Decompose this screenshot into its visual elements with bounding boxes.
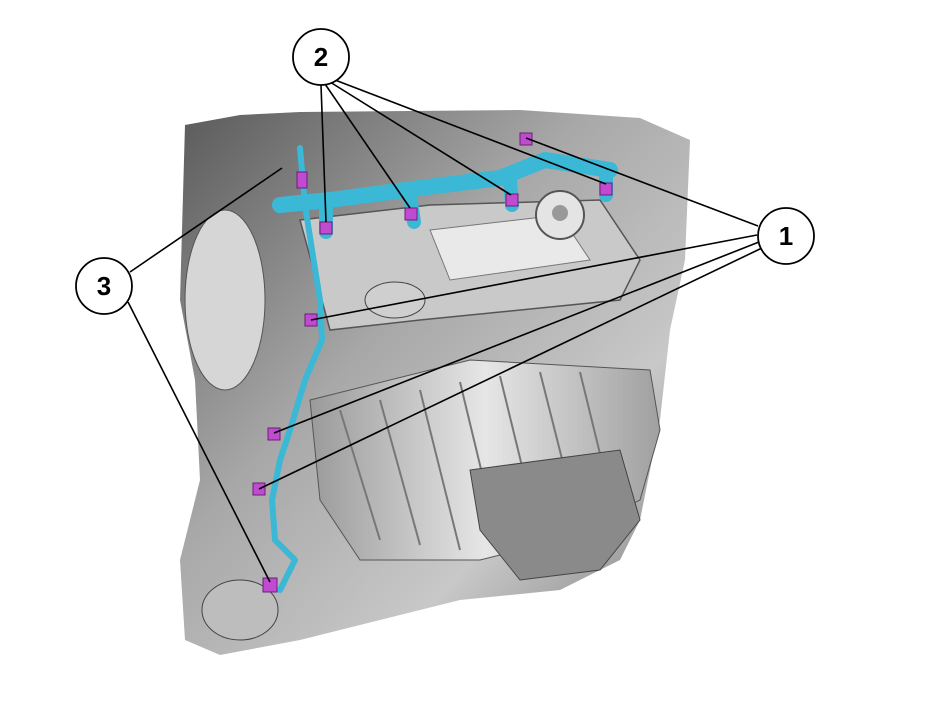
bolt-icon bbox=[319, 221, 333, 235]
intake-grid bbox=[469, 449, 641, 581]
engine-illustration bbox=[180, 110, 690, 655]
callout-label: 3 bbox=[97, 271, 111, 301]
timing-pulley bbox=[184, 209, 266, 391]
callout-label: 1 bbox=[779, 221, 793, 251]
bolt-icon bbox=[505, 193, 519, 207]
bolt-icon bbox=[519, 132, 533, 146]
leader-line-3 bbox=[129, 167, 283, 273]
bolt-icon bbox=[262, 577, 278, 593]
oil-cap-center bbox=[552, 205, 568, 221]
filler-cap bbox=[364, 281, 426, 319]
high-pressure-pump bbox=[201, 579, 279, 641]
callout-3: 3 bbox=[75, 257, 133, 315]
bolt-icon bbox=[296, 171, 308, 189]
callout-label: 2 bbox=[314, 42, 328, 72]
fuel-supply-line bbox=[269, 145, 325, 593]
leader-line-1 bbox=[258, 247, 763, 490]
leader-line-2 bbox=[329, 81, 512, 196]
callout-2: 2 bbox=[292, 28, 350, 86]
leader-line-1 bbox=[525, 137, 759, 227]
bolt-icon bbox=[404, 207, 418, 221]
bolt-icon bbox=[267, 427, 281, 441]
leader-line-3 bbox=[127, 301, 271, 583]
leader-line-1 bbox=[273, 241, 760, 434]
callout-1: 1 bbox=[757, 207, 815, 265]
leader-line-2 bbox=[334, 79, 607, 185]
leader-line-2 bbox=[324, 83, 411, 209]
leader-line-2 bbox=[320, 84, 327, 223]
leader-line-1 bbox=[310, 234, 758, 321]
leader-lines bbox=[127, 79, 763, 583]
bolt-icon bbox=[599, 182, 613, 196]
